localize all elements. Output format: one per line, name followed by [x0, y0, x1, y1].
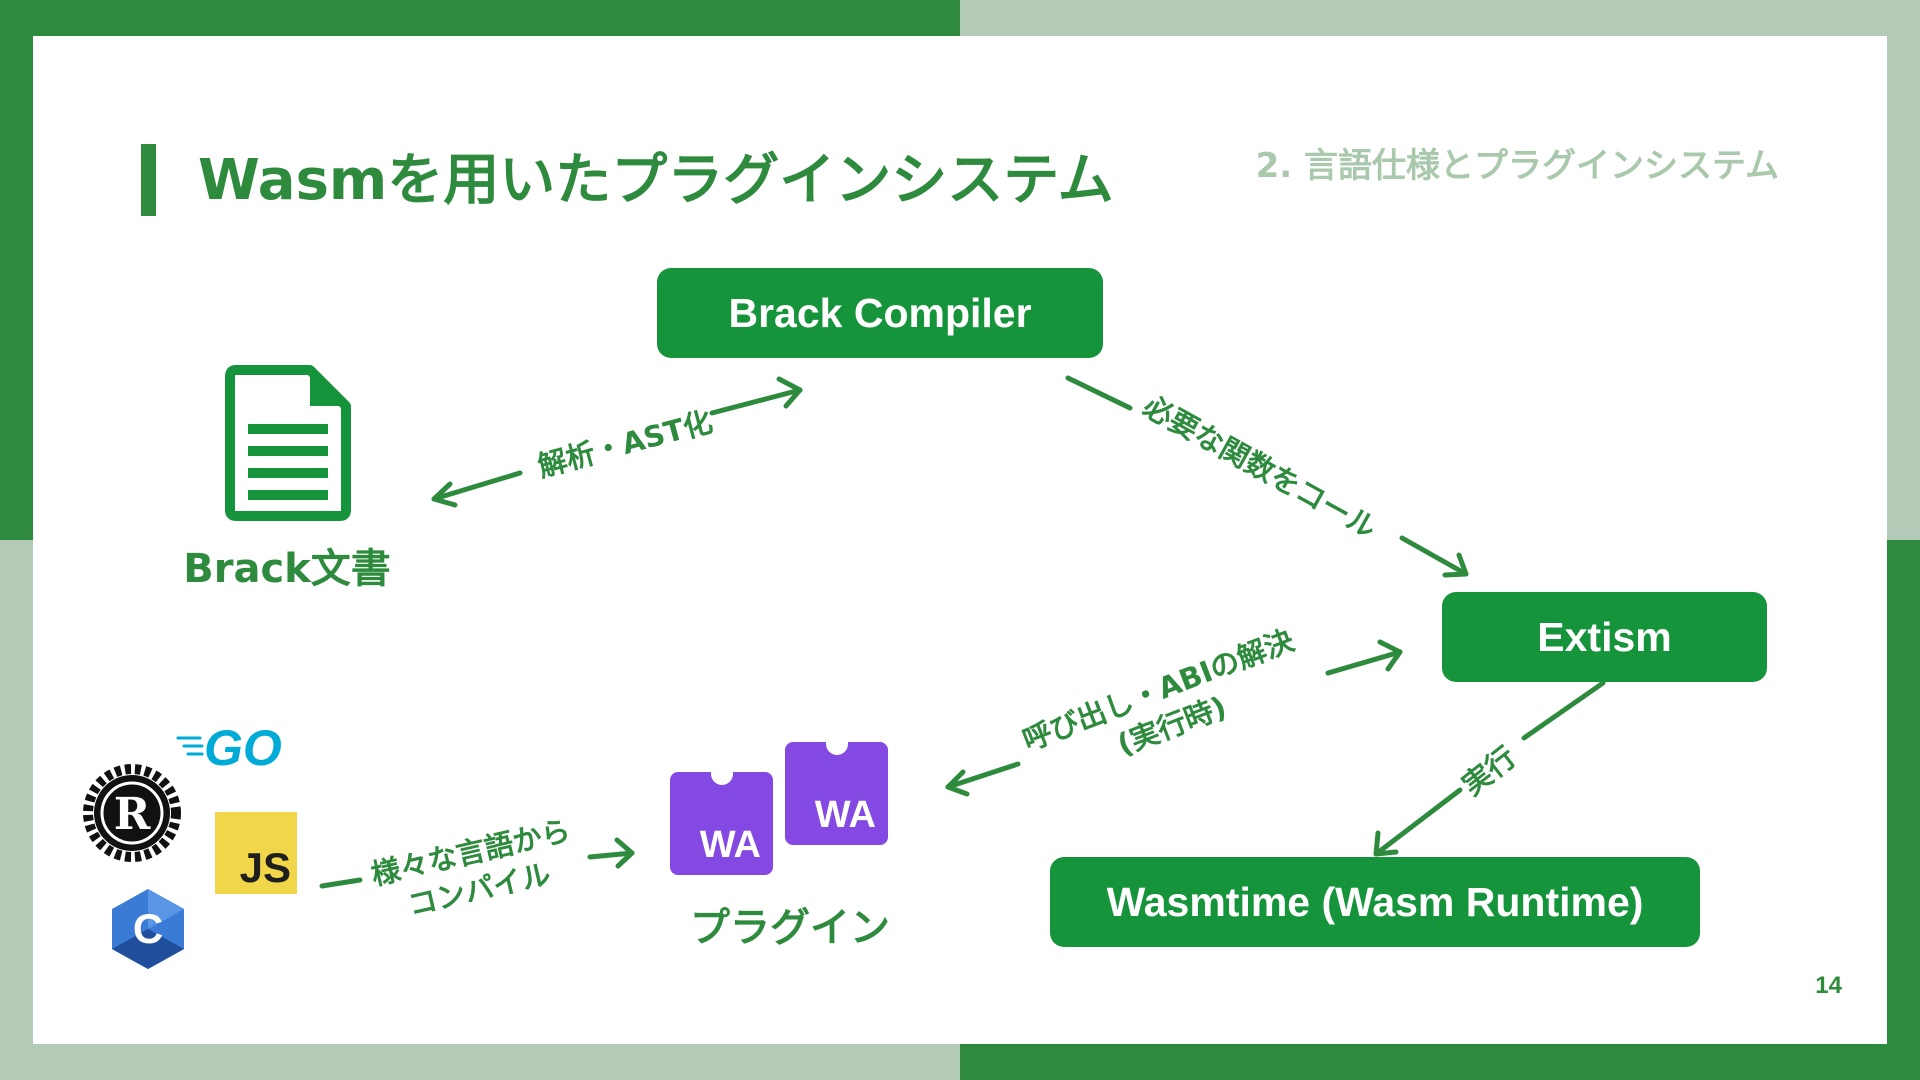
arrowhead-plugin-compile [614, 837, 635, 869]
edge-line-parse-b [709, 387, 803, 416]
c-logo: C [112, 889, 184, 969]
edge-line-call-a [1065, 375, 1133, 411]
edge-line-compile-b [587, 850, 635, 860]
webassembly-logo: WA [670, 771, 773, 875]
edge-line-call-b [1399, 535, 1469, 577]
webassembly-logo: WA [785, 741, 888, 845]
wasm-logo-text: WA [699, 824, 761, 866]
brack-document-label: Brack文書 [183, 546, 391, 592]
rust-logo-text: R [114, 789, 151, 840]
javascript-logo: JS [215, 812, 297, 894]
edge-line-run-b [1373, 787, 1463, 857]
js-logo-text: JS [239, 844, 291, 891]
arrowhead-extism-call [1442, 552, 1469, 578]
edge-line-invoke-a [945, 761, 1021, 790]
section-label: 2. 言語仕様とプラグインシステム [1255, 146, 1779, 186]
edge-line-invoke-b [1325, 649, 1403, 676]
rust-logo: R [83, 764, 181, 862]
page-number: 14 [1815, 972, 1842, 999]
edge-line-parse-a [431, 470, 523, 502]
plugin-label: プラグイン [690, 905, 890, 951]
c-logo-text: C [133, 905, 163, 952]
brack-compiler-node: Brack Compiler [657, 268, 1103, 358]
arrowhead-plugin [945, 769, 970, 797]
wasm-notch [710, 771, 733, 785]
wasm-notch [825, 741, 848, 755]
go-logo-text: GO [204, 720, 282, 774]
arrowhead-wasmtime [1373, 830, 1399, 857]
slide-title: Wasmを用いたプラグインシステム [198, 148, 1114, 213]
wasm-logo-text: WA [814, 794, 876, 836]
title-accent-bar [141, 144, 156, 216]
edge-line-run-a [1521, 680, 1606, 741]
arrowhead-document [431, 481, 458, 508]
document-icon [225, 365, 351, 521]
arrowhead-compiler [776, 376, 803, 409]
extism-node: Extism [1442, 592, 1767, 682]
wasmtime-node: Wasmtime (Wasm Runtime) [1050, 857, 1700, 947]
go-logo: GO [176, 720, 282, 774]
arrowhead-extism-invoke [1377, 639, 1403, 672]
edge-line-compile-a [319, 877, 363, 889]
